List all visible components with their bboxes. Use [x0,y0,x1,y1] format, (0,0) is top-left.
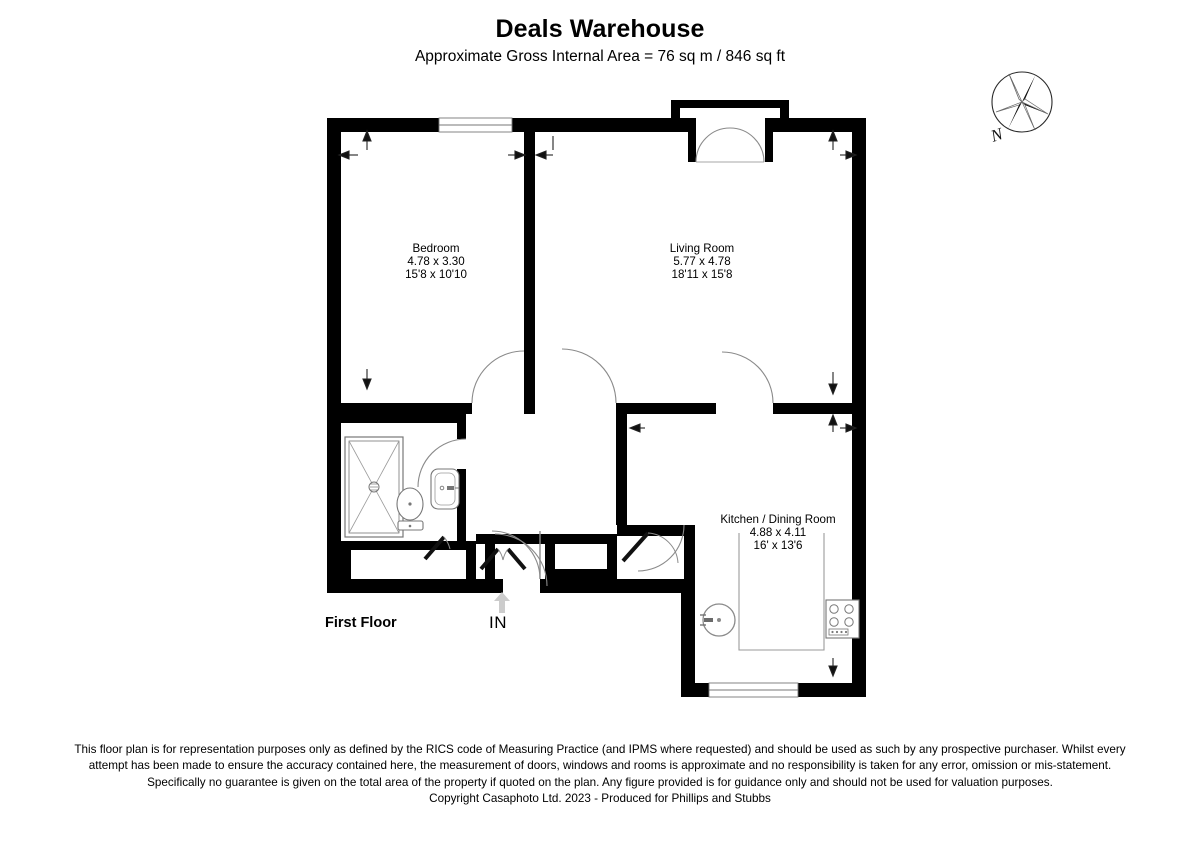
dim-living-bottomright [828,372,838,396]
room-imperial-kitchen-dining: 16' x 13'6 [753,539,803,553]
room-name-bedroom: Bedroom [412,242,460,255]
disclaimer-line-1: This floor plan is for representation pu… [74,743,1001,756]
kitchen-hob-icon [825,599,860,639]
door-kitchen [637,524,685,572]
entrance-label: IN [489,613,507,632]
plan-header: Deals Warehouse Approximate Gross Intern… [0,14,1200,68]
copyright-line: Copyright Casaphoto Ltd. 2023 - Produced… [429,791,771,805]
disclaimer-line-4: be used for valuation purposes. [889,775,1053,789]
bifold-cupboard-left-b [506,547,527,571]
door-french-right [729,127,765,163]
bifold-arcs [443,532,679,564]
dim-living-topright [828,129,858,160]
bifold-arc-c [647,532,679,564]
room-imperial-bedroom: 15'8 x 10'10 [405,268,467,282]
door-bathroom [417,438,467,488]
room-label-kitchen-dining: Kitchen / Dining Room 4.88 x 4.11 16' x … [698,513,858,553]
disclaimer-line-3: any error, omission or mis-statement. Sp… [147,759,1112,789]
dimension-markers [337,129,858,678]
door-swings [417,127,774,587]
toilet-icon [396,487,424,531]
dim-bedroom-topright [508,150,527,160]
bifold-doors [423,531,650,571]
dim-hall-mid [628,423,645,433]
bathroom-fixtures [344,436,460,538]
bifold-arc-b [502,548,509,561]
dim-kitchen-bottom [828,658,838,678]
dim-bedroom-topleft [337,129,372,160]
compass-rose: N [977,62,1063,162]
room-name-kitchen-dining: Kitchen / Dining Room [720,513,836,526]
bifold-cupboard-left-a [479,547,500,571]
kitchen-counter-icon [738,533,825,651]
room-label-bedroom: Bedroom 4.78 x 3.30 15'8 x 10'10 [372,242,500,282]
floor-level-label: First Floor [325,615,397,631]
disclaimer-footer: This floor plan is for representation pu… [60,742,1140,807]
room-imperial-living-room: 18'11 x 15'8 [671,268,733,282]
entrance-arrow-icon [492,591,512,613]
dim-bedroom-bottomleft [362,369,372,391]
room-metric-kitchen-dining: 4.88 x 4.11 [749,526,807,540]
door-french-left [695,127,731,163]
room-name-living-room: Living Room [669,242,735,255]
wash-basin-icon [430,468,460,510]
bifold-airing-cupboard [423,535,446,561]
room-label-living-room: Living Room 5.77 x 4.78 18'11 x 15'8 [638,242,766,282]
bifold-arc-d [443,536,451,550]
door-living-room [561,348,617,404]
windows [438,117,799,698]
dim-living-topleft [534,136,554,160]
shower-tray-icon [344,436,404,538]
kitchen-fixtures [700,533,860,651]
disclaimer-line-2: purchaser. Whilst every attempt has been… [88,743,1126,773]
exterior-walls [327,100,866,697]
door-corridor-right [721,351,774,404]
bifold-arc-a [497,548,504,561]
kitchen-sink-icon [700,603,736,637]
door-bedroom [471,350,525,404]
room-metric-bedroom: 4.78 x 3.30 [407,255,465,269]
door-hall-lower [494,533,548,587]
room-metric-living-room: 5.77 x 4.78 [673,255,731,269]
door-entrance [491,530,541,580]
page-title: Deals Warehouse [495,15,705,43]
dim-corridor-right [828,413,858,433]
bifold-cupboard-right [621,531,650,563]
area-subtitle: Approximate Gross Internal Area = 76 sq … [414,48,786,65]
compass-icon: N [987,71,1053,146]
